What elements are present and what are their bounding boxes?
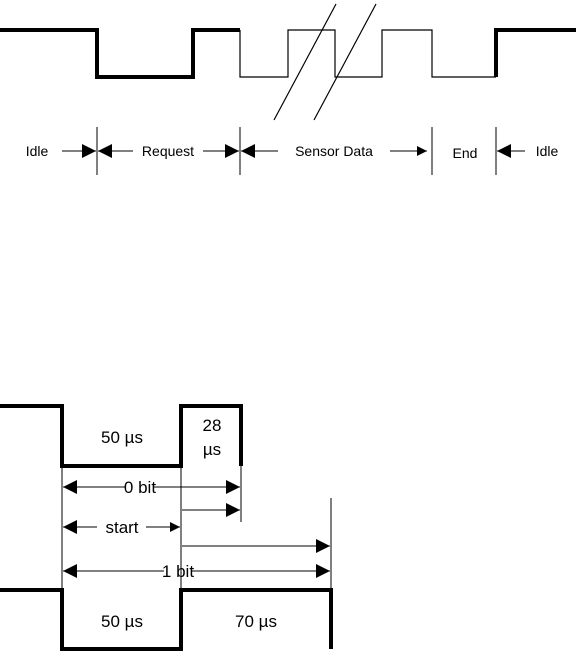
label-one-low-pulse: 50 µs <box>101 612 143 631</box>
bit-boundaries <box>61 466 332 588</box>
label-zero-high-line1: 28 <box>203 416 222 435</box>
top-waveform <box>0 3 576 121</box>
label-sensor-data: Sensor Data <box>295 143 373 159</box>
top-boundaries <box>96 127 497 175</box>
top-waveform-thick-left <box>0 28 240 79</box>
label-idle-right: Idle <box>536 143 559 159</box>
label-one-bit: 1 bit <box>162 562 194 581</box>
top-labels: Idle Request Sensor Data End Idle <box>26 143 559 161</box>
label-zero-high-line2: µs <box>203 440 221 459</box>
bit-labels: 50 µs 28 µs 0 bit start 1 bit 50 µs 70 µ… <box>101 416 277 631</box>
bit-arrows <box>63 480 330 578</box>
label-one-high: 70 µs <box>235 612 277 631</box>
label-start: start <box>105 518 138 537</box>
top-waveform-thick-right <box>494 28 576 77</box>
break-mark-left <box>273 3 337 121</box>
label-zero-bit: 0 bit <box>124 478 156 497</box>
label-zero-low-pulse: 50 µs <box>101 428 143 447</box>
label-end: End <box>453 145 478 161</box>
top-waveform-data-bits <box>239 29 496 78</box>
label-idle-left: Idle <box>26 143 49 159</box>
break-mark-right <box>313 3 377 121</box>
label-request: Request <box>142 143 194 159</box>
one-bit-waveform <box>0 588 333 651</box>
